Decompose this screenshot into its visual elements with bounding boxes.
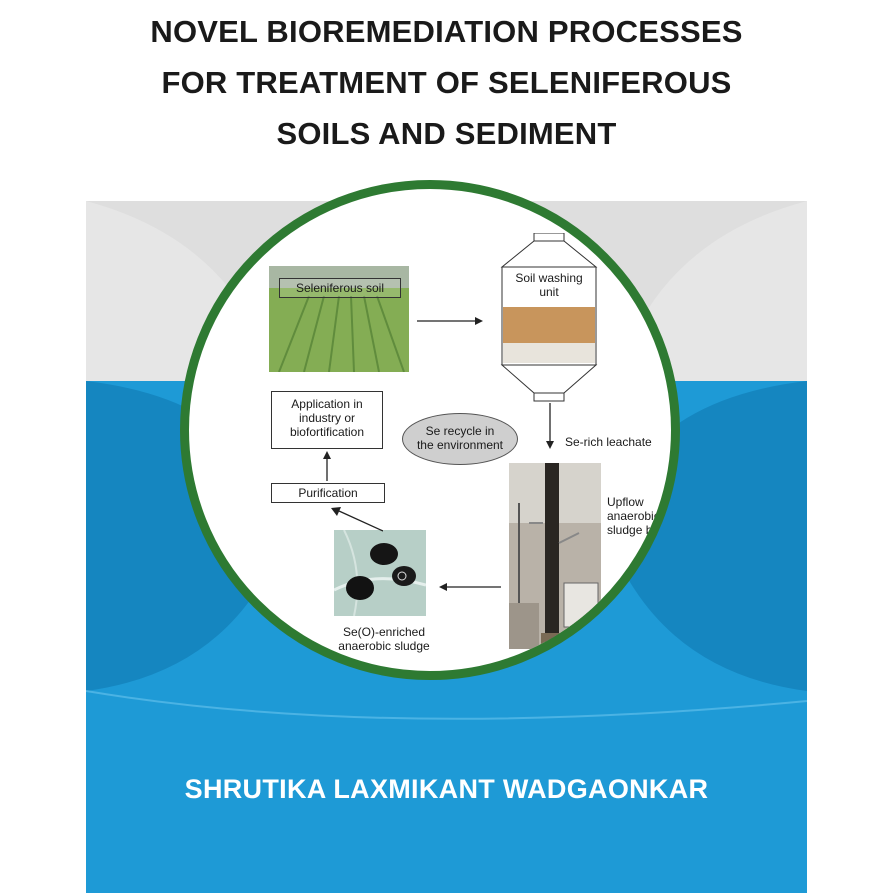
- arrow-down-icon: [546, 403, 554, 449]
- uasb-label-line1: Upflow: [607, 495, 644, 509]
- recycle-label-line1: Se recycle in: [425, 424, 495, 438]
- left-wave-decoration: [86, 201, 807, 720]
- uasb-label-line3: sludge bed: [607, 523, 666, 537]
- purification-box: Purification: [271, 483, 385, 503]
- arrow-up-icon: [323, 451, 331, 481]
- uasb-label-line2: anaerobic: [607, 509, 660, 523]
- uasb-reactor-photo: [509, 463, 601, 649]
- title-line-3: SOILS AND SEDIMENT: [276, 116, 617, 151]
- application-line2: industry or: [298, 411, 356, 425]
- soil-washing-unit: [500, 233, 598, 402]
- application-line1: Application in: [291, 397, 363, 411]
- soil-washing-label-line2: unit: [539, 285, 559, 299]
- application-box: Application in industry or biofortificat…: [271, 391, 383, 449]
- uasb-label: Upflow anaerobic sludge bed: [607, 495, 666, 537]
- title-line-1: NOVEL BIOREMEDIATION PROCESSES: [150, 14, 743, 49]
- soil-washing-label-line1: Soil washing: [515, 271, 583, 285]
- soil-washing-label: Soil washing unit: [504, 271, 594, 299]
- sludge-photo: [334, 530, 426, 616]
- sludge-label-line1: Se(O)-enriched: [342, 625, 426, 639]
- arrow-right-icon: [417, 317, 483, 325]
- sludge-label-line2: anaerobic sludge: [338, 639, 430, 653]
- se-recycle-ellipse: Se recycle in the environment: [402, 413, 518, 465]
- process-diagram-circle: Seleniferous soil Soil washing unit Se-r…: [180, 180, 680, 680]
- arrow-diagonal-icon: [331, 507, 383, 532]
- leachate-label: Se-rich leachate: [565, 435, 652, 449]
- sludge-label: Se(O)-enriched anaerobic sludge: [319, 625, 449, 653]
- arrow-left-icon: [439, 583, 501, 591]
- seleniferous-soil-label: Seleniferous soil: [279, 278, 401, 298]
- cover-author: SHRUTIKA LAXMIKANT WADGAONKAR: [184, 774, 709, 804]
- application-line3: biofortification: [289, 425, 365, 439]
- cover-title: NOVEL BIOREMEDIATION PROCESSES FOR TREAT…: [0, 6, 893, 159]
- recycle-label-line2: the environment: [416, 438, 504, 452]
- title-line-2: FOR TREATMENT OF SELENIFEROUS: [161, 65, 732, 100]
- field-photo: [269, 266, 409, 372]
